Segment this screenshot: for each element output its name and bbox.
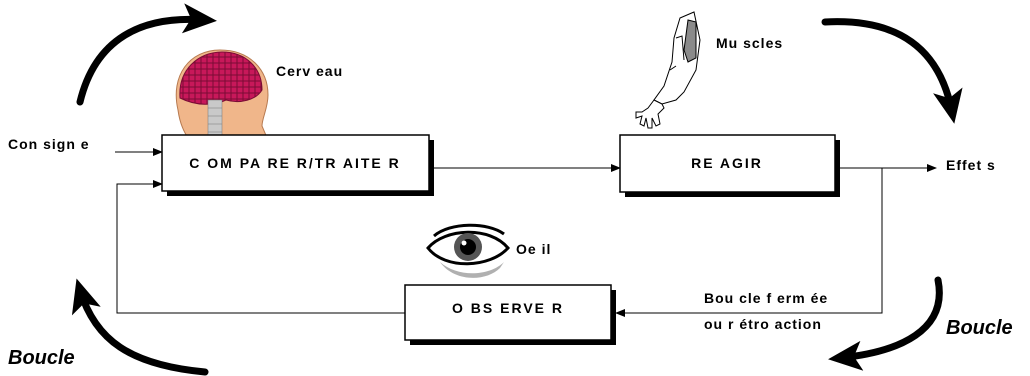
consigne-label: Con sign e [8, 136, 90, 152]
feedback-to-observer-line [615, 168, 883, 317]
comparer-box-label: C OM PA RE R/TR AITE R [189, 155, 400, 171]
loop-arrow-bottom-right [828, 276, 943, 371]
effets-label: Effet s [946, 157, 996, 173]
observer-to-compare-line [116, 180, 405, 314]
reagir-box-label: RE AGIR [691, 155, 763, 171]
cerveau-label: Cerv eau [276, 63, 343, 79]
loop-arrow-bottom-left [71, 278, 209, 376]
boucle-fermee-label-line1: Bou cle f erm ée [704, 290, 828, 306]
eye-icon [426, 223, 510, 278]
reagir-box: RE AGIR [619, 134, 840, 197]
boucle-right-label: Boucle [946, 317, 1013, 339]
boucle-left-label: Boucle [8, 347, 75, 369]
arm-muscle-icon [635, 11, 701, 129]
loop-arrow-top-right [821, 18, 963, 124]
boucle-fermee-label-line2: ou r étro action [704, 316, 822, 332]
comparer-box: C OM PA RE R/TR AITE R [161, 134, 434, 196]
observer-box-label: O BS ERVE R [452, 300, 564, 316]
observer-box: O BS ERVE R [404, 284, 616, 345]
loop-arrow-top-left [76, 3, 217, 106]
oeil-label: Oe il [516, 241, 551, 257]
muscles-label: Mu scles [716, 35, 783, 51]
